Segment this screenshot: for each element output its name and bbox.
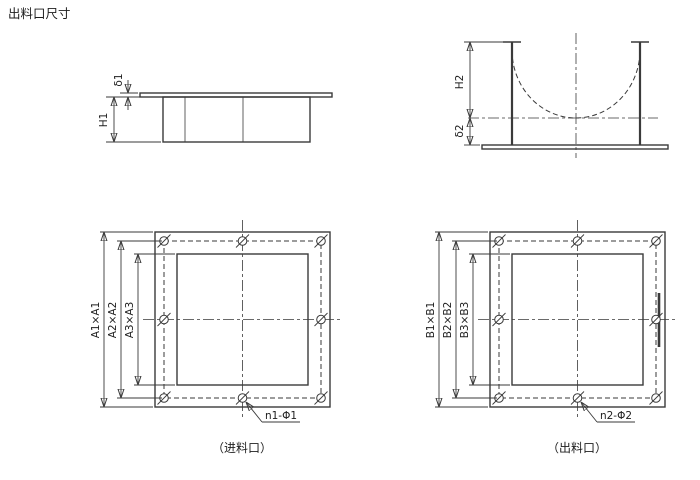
inlet-plan-dimensions: A1×A1 A2×A2 A3×A3 n1-Φ1 [90, 231, 300, 423]
dim-label-b3: B3×B3 [459, 302, 471, 339]
dim-label-b1: B1×B1 [425, 302, 437, 339]
inlet-side-view: δ1 H1 [98, 73, 333, 143]
outlet-side-geometry [468, 33, 669, 158]
outlet-plan-dimensions: B1×B1 B2×B2 B3×B3 n2-Φ2 [425, 231, 635, 423]
dim-label-delta2: δ2 [454, 124, 466, 137]
inlet-body [162, 96, 311, 143]
dim-label-a1: A1×A1 [90, 302, 102, 339]
sheet-title: 出料口尺寸 [8, 6, 71, 21]
bottom-flange-plate [481, 144, 669, 150]
outlet-plan-view: B1×B1 B2×B2 B3×B3 n2-Φ2 （出料口） [425, 220, 677, 455]
dim-label-h1: H1 [98, 113, 110, 128]
dim-label-a3: A3×A3 [124, 302, 136, 339]
inlet-plan-geometry [143, 220, 342, 420]
dim-label-delta1: δ1 [113, 73, 125, 86]
dim-label-b2: B2×B2 [442, 302, 454, 339]
dim-label-a2: A2×A2 [107, 302, 119, 339]
inlet-caption: （进料口） [212, 441, 272, 455]
inlet-side-dimensions: δ1 H1 [98, 73, 161, 143]
hole-callout-label: n2-Φ2 [600, 410, 632, 422]
outlet-plan-geometry [478, 220, 677, 420]
inlet-side-geometry [139, 92, 333, 143]
outlet-caption: （出料口） [547, 441, 607, 455]
hole-callout-label: n1-Φ1 [265, 410, 297, 422]
hole-callout: n1-Φ1 [246, 402, 300, 423]
inlet-plan-view: A1×A1 A2×A2 A3×A3 n1-Φ1 （进料口） [90, 220, 342, 455]
trough-curve [511, 49, 641, 119]
hole-callout: n2-Φ2 [581, 402, 635, 423]
outlet-side-dimensions: H2 δ2 [454, 41, 504, 146]
dim-label-h2: H2 [454, 75, 466, 90]
outlet-side-view: H2 δ2 [454, 33, 669, 158]
